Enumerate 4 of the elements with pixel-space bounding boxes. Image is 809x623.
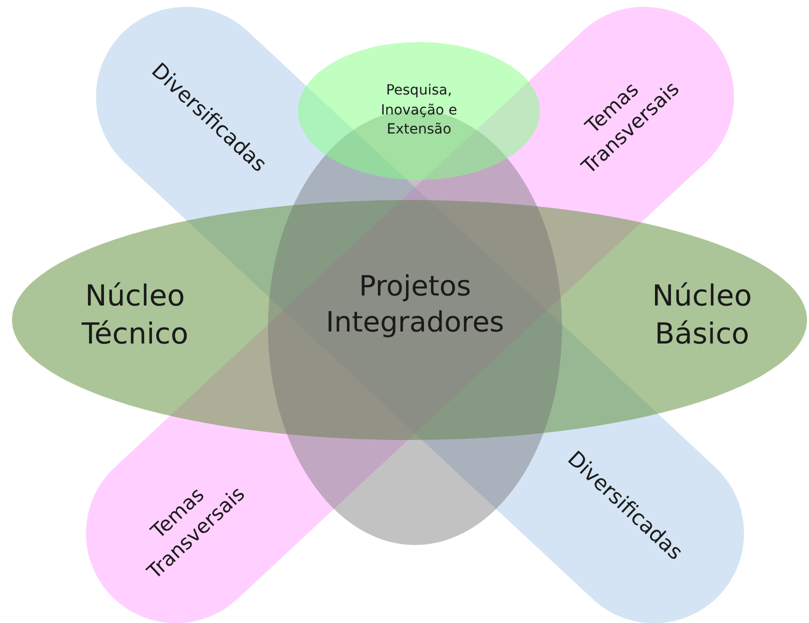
ellipse-label: Núcleo Técnico [80,277,190,352]
ellipse-label: Pesquisa, Inovação e Extensão [380,82,458,140]
ellipse-label: Projetos Integradores [324,268,506,341]
ellipse-label: Núcleo Básico [651,277,753,352]
